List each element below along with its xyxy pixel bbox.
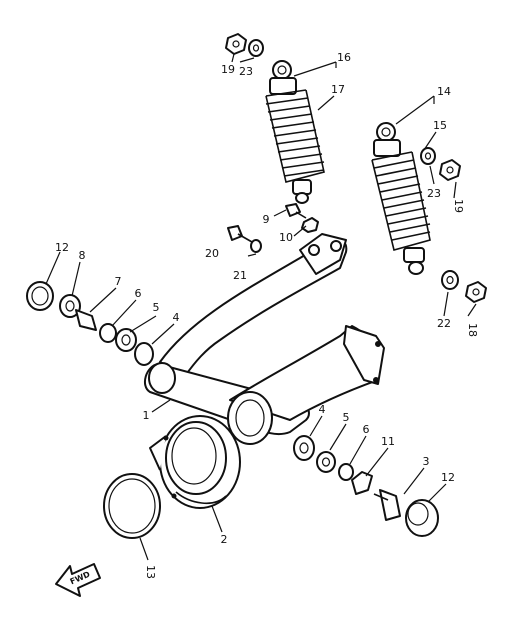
callout-5a: 5 bbox=[153, 301, 160, 314]
callout-10: 10 bbox=[279, 231, 293, 244]
callout-14: 14 bbox=[437, 85, 451, 98]
right-shock-absorber bbox=[371, 122, 431, 275]
callout-7: 7 bbox=[115, 275, 122, 288]
callout-1: 1 bbox=[143, 409, 150, 422]
callout-17: 17 bbox=[331, 83, 345, 96]
callout-23b: 23 bbox=[427, 187, 441, 200]
callout-4b: 4 bbox=[319, 403, 326, 416]
callout-21: 21 bbox=[233, 269, 247, 282]
callout-15: 15 bbox=[433, 119, 447, 132]
callout-labels: 1 2 3 4 4 5 5 6 6 7 8 9 10 11 12 12 13 1… bbox=[55, 51, 479, 579]
callout-18: 18 bbox=[466, 323, 479, 337]
leader-lines bbox=[45, 53, 477, 561]
callout-5b: 5 bbox=[343, 411, 350, 424]
fwd-arrow: FWD bbox=[55, 563, 101, 597]
fasteners bbox=[225, 33, 487, 303]
callout-3: 3 bbox=[423, 455, 430, 468]
callout-8: 8 bbox=[79, 249, 86, 262]
callout-9: 9 bbox=[263, 213, 270, 226]
callout-6a: 6 bbox=[135, 287, 142, 300]
callout-12b: 12 bbox=[441, 471, 455, 484]
left-shock-absorber bbox=[265, 60, 325, 204]
callout-2: 2 bbox=[221, 533, 228, 546]
swingarm bbox=[143, 233, 385, 445]
callout-13: 13 bbox=[144, 565, 157, 579]
callout-4a: 4 bbox=[173, 311, 180, 324]
callout-22: 22 bbox=[437, 317, 451, 330]
callout-12a: 12 bbox=[55, 241, 69, 254]
callout-23a: 23 bbox=[239, 65, 253, 78]
right-pivot-parts bbox=[293, 435, 439, 537]
callout-11: 11 bbox=[381, 435, 395, 448]
left-pivot-parts bbox=[26, 281, 154, 366]
callout-19b: 19 bbox=[452, 199, 465, 213]
callout-20: 20 bbox=[205, 247, 219, 260]
final-drive-housing bbox=[149, 415, 241, 509]
callout-6b: 6 bbox=[363, 423, 370, 436]
callout-16: 16 bbox=[337, 51, 351, 64]
dust-seal-ring bbox=[103, 473, 161, 539]
callout-19a: 19 bbox=[221, 63, 235, 76]
